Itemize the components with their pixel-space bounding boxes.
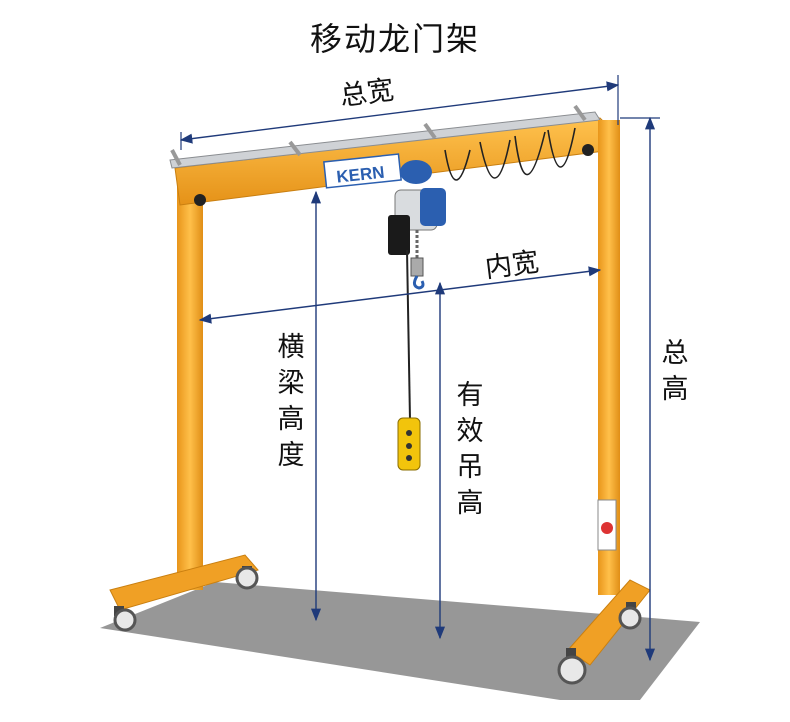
dimension-total-height [620, 116, 660, 662]
dimension-total-width [179, 75, 620, 150]
label-inner-width: 内宽 [483, 246, 541, 285]
pendant-control [397, 417, 421, 471]
label-total-width: 总宽 [338, 74, 396, 113]
brand-text: KERN [336, 163, 386, 187]
right-caster-rear [618, 602, 642, 630]
label-effective-lift-height: 有效吊高 [456, 380, 484, 519]
page-title: 移动龙门架 [309, 20, 480, 58]
right-caster-front [557, 648, 587, 685]
left-caster-front [113, 606, 137, 632]
right-leg [598, 120, 620, 595]
label-beam-height: 横梁高度 [277, 332, 305, 471]
floor-shadow [100, 582, 700, 700]
label-total-height: 总高 [661, 338, 689, 405]
dimension-inner-width [198, 266, 602, 324]
left-base [109, 554, 259, 611]
left-leg [177, 170, 203, 590]
brand-plate [323, 153, 402, 189]
left-caster-rear [235, 566, 259, 590]
